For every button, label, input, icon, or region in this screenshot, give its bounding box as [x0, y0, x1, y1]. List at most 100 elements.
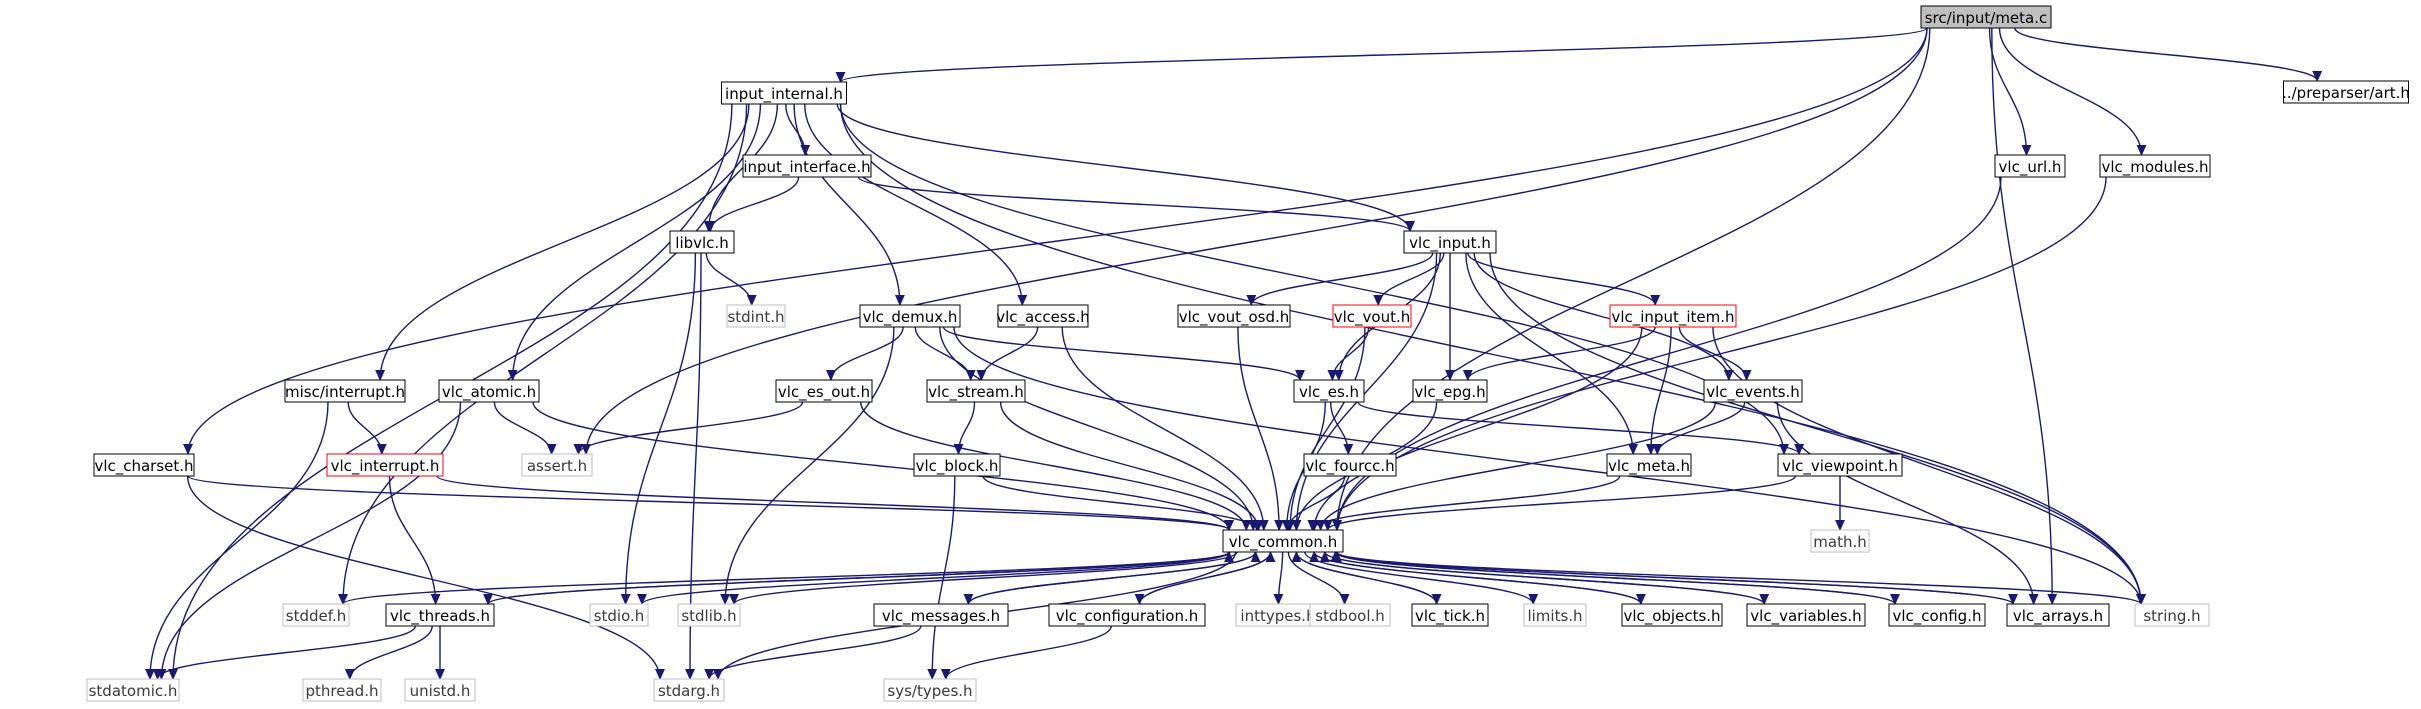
node-stdint[interactable]: stdint.h	[726, 304, 786, 328]
node-stdio[interactable]: stdio.h	[589, 603, 649, 627]
node-unistd[interactable]: unistd.h	[404, 678, 476, 702]
node-box	[1412, 379, 1488, 403]
node-pthread[interactable]: pthread.h	[302, 678, 382, 702]
node-vlc-atomic[interactable]: vlc_atomic.h	[438, 379, 540, 403]
node-label: vlc_events.h	[1706, 383, 1800, 402]
edge-vlc-viewpoint-to-vlc-common	[1328, 475, 1797, 530]
node-vlc-configuration[interactable]: vlc_configuration.h	[1048, 603, 1206, 627]
edge-vlc-stream-to-vlc-common	[999, 401, 1259, 530]
node-vlc-block[interactable]: vlc_block.h	[913, 453, 1001, 477]
node-vlc-access[interactable]: vlc_access.h	[996, 304, 1090, 328]
node-stddef[interactable]: stddef.h	[282, 603, 350, 627]
edge-libvlc-to-stdio	[626, 252, 697, 604]
node-label: string.h	[2143, 607, 2200, 625]
node-string[interactable]: string.h	[2134, 603, 2210, 627]
node-box	[284, 379, 406, 403]
node-input-interface[interactable]: input_interface.h	[742, 154, 872, 178]
node-stdarg[interactable]: stdarg.h	[653, 678, 725, 702]
edge-vlc-access-to-vlc-stream	[981, 326, 1039, 380]
node-box	[883, 678, 977, 702]
edge-vlc-configuration-to-vlc-common	[1138, 552, 1271, 605]
node-vlc-arrays[interactable]: vlc_arrays.h	[2006, 603, 2110, 627]
node-misc-interrupt[interactable]: misc/interrupt.h	[284, 379, 406, 403]
node-preparser-art[interactable]: ../preparser/art.h	[2282, 80, 2410, 104]
edge-meta-c-to-vlc-modules	[1998, 27, 2142, 155]
node-vlc-threads[interactable]: vlc_threads.h	[385, 603, 495, 627]
node-meta-c[interactable]: src/input/meta.c	[1920, 5, 2052, 29]
node-assert[interactable]: assert.h	[521, 453, 593, 477]
node-vlc-vout[interactable]: vlc_vout.h	[1332, 304, 1412, 328]
node-vlc-epg[interactable]: vlc_epg.h	[1412, 379, 1488, 403]
node-box	[1177, 304, 1291, 328]
node-label: vlc_es_out.h	[778, 383, 870, 402]
node-box	[86, 678, 180, 702]
node-vlc-stream[interactable]: vlc_stream.h	[926, 379, 1026, 403]
node-vlc-tick[interactable]: vlc_tick.h	[1411, 603, 1489, 627]
node-label: stdio.h	[594, 607, 645, 625]
node-label: input_internal.h	[725, 85, 843, 104]
node-math[interactable]: math.h	[1810, 529, 1870, 553]
node-vlc-es-out[interactable]: vlc_es_out.h	[775, 379, 873, 403]
node-box	[677, 603, 741, 627]
node-stdatomic[interactable]: stdatomic.h	[86, 678, 180, 702]
node-box	[1621, 603, 1723, 627]
node-vlc-viewpoint[interactable]: vlc_viewpoint.h	[1777, 453, 1903, 477]
node-inttypes[interactable]: inttypes.h	[1235, 603, 1321, 627]
node-vlc-messages[interactable]: vlc_messages.h	[873, 603, 1009, 627]
edge-input-interface-to-vlc-input	[857, 176, 1410, 231]
edge-vlc-input-item-to-vlc-events	[1678, 326, 1746, 380]
node-vlc-demux[interactable]: vlc_demux.h	[859, 304, 961, 328]
edge-misc-interrupt-to-stdatomic	[150, 401, 329, 679]
node-stdlib[interactable]: stdlib.h	[677, 603, 741, 627]
node-box	[93, 453, 195, 477]
edge-vlc-interrupt-to-vlc-threads	[388, 475, 435, 604]
node-libvlc[interactable]: libvlc.h	[669, 230, 735, 254]
edge-input-internal-to-vlc-access	[804, 103, 1023, 305]
node-vlc-fourcc[interactable]: vlc_fourcc.h	[1303, 453, 1397, 477]
node-stdbool[interactable]: stdbool.h	[1309, 603, 1391, 627]
edge-vlc-input-to-vlc-common	[1296, 252, 1438, 530]
edge-input-internal-to-vlc-demux	[793, 103, 900, 305]
edge-vlc-fourcc-to-vlc-common	[1288, 475, 1346, 530]
edge-vlc-configuration-to-sys-types	[946, 625, 1112, 679]
node-vlc-common[interactable]: vlc_common.h	[1222, 529, 1344, 553]
node-label: vlc_meta.h	[1608, 457, 1690, 476]
node-box	[1303, 453, 1397, 477]
edge-vlc-demux-to-string	[953, 326, 2141, 604]
node-vlc-modules[interactable]: vlc_modules.h	[2099, 154, 2211, 178]
node-vlc-url[interactable]: vlc_url.h	[1994, 154, 2066, 178]
node-limits[interactable]: limits.h	[1523, 603, 1587, 627]
edge-meta-c-to-assert	[586, 27, 1928, 454]
node-box	[1048, 603, 1206, 627]
node-vlc-input[interactable]: vlc_input.h	[1403, 230, 1497, 254]
node-input-internal[interactable]: input_internal.h	[721, 81, 847, 105]
node-vlc-es[interactable]: vlc_es.h	[1293, 379, 1365, 403]
node-vlc-config[interactable]: vlc_config.h	[1888, 603, 1986, 627]
node-vlc-interrupt[interactable]: vlc_interrupt.h	[326, 453, 444, 477]
node-label: vlc_vout_osd.h	[1179, 308, 1290, 327]
node-vlc-charset[interactable]: vlc_charset.h	[93, 453, 195, 477]
node-vlc-input-item[interactable]: vlc_input_item.h	[1609, 304, 1737, 328]
node-box	[1222, 529, 1344, 553]
node-box	[1920, 5, 2052, 29]
node-vlc-variables[interactable]: vlc_variables.h	[1746, 603, 1866, 627]
node-sys-types[interactable]: sys/types.h	[883, 678, 977, 702]
edge-vlc-messages-to-vlc-common	[967, 552, 1255, 605]
nodes-layer: src/input/meta.c input_internal.h ../prepa…	[86, 5, 2410, 702]
edge-input-internal-to-string	[839, 103, 2142, 604]
node-vlc-vout-osd[interactable]: vlc_vout_osd.h	[1177, 304, 1291, 328]
edge-vlc-config-to-vlc-common	[1335, 552, 1896, 605]
edge-vlc-input-to-vlc-events	[1473, 252, 1729, 380]
node-label: math.h	[1813, 533, 1866, 551]
node-box	[302, 678, 382, 702]
edge-vlc-input-item-to-string	[1712, 326, 2141, 604]
node-vlc-events[interactable]: vlc_events.h	[1703, 379, 1803, 403]
node-label: stdint.h	[727, 308, 784, 326]
node-box	[873, 603, 1009, 627]
node-vlc-objects[interactable]: vlc_objects.h	[1621, 603, 1723, 627]
edge-vlc-input-item-to-vlc-meta	[1651, 326, 1672, 454]
node-vlc-meta[interactable]: vlc_meta.h	[1606, 453, 1692, 477]
edge-meta-c-to-vlc-url	[1988, 27, 2027, 155]
node-label: stddef.h	[286, 607, 346, 625]
edge-vlc-input-item-to-vlc-common	[1314, 326, 1643, 530]
